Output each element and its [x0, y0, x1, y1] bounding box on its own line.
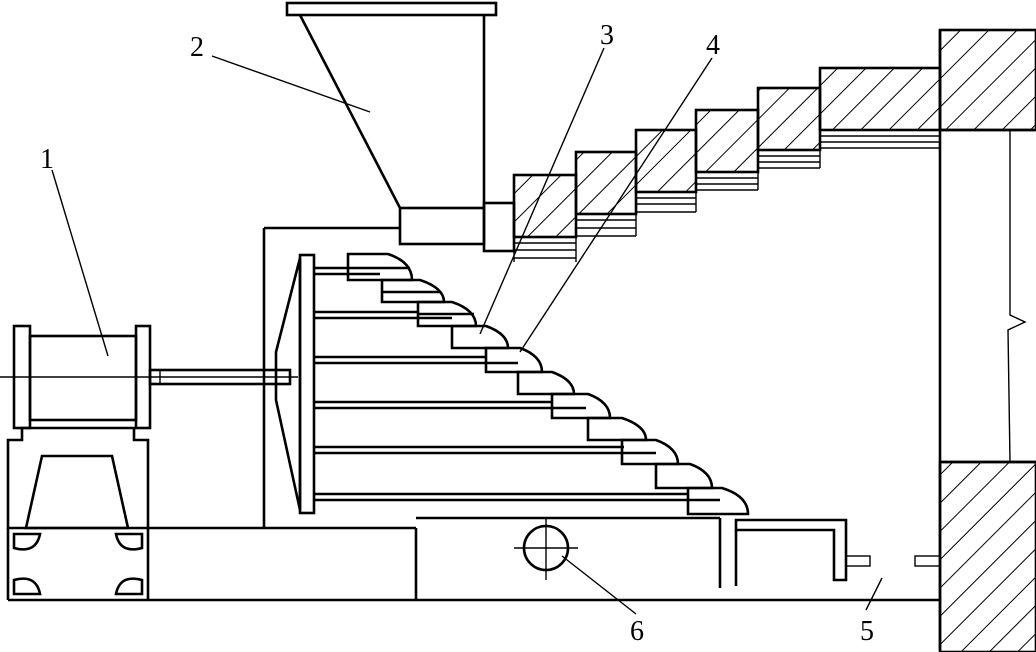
label-4: 4	[706, 30, 720, 61]
motor-stand	[6, 426, 940, 602]
leader-lines	[51, 47, 883, 615]
cast-stairs	[512, 66, 942, 262]
stair-moulds	[314, 252, 871, 586]
building-wall	[914, 28, 1036, 652]
label-6: 6	[630, 616, 644, 647]
label-5: 5	[860, 616, 874, 647]
label-1: 1	[40, 144, 54, 175]
label-3: 3	[600, 20, 614, 51]
drive-motor	[0, 324, 298, 430]
feed-hopper	[285, 1, 516, 253]
vibrating-plate	[274, 253, 316, 515]
roller-wheel	[514, 518, 578, 580]
label-2: 2	[190, 32, 204, 63]
machine-base	[148, 226, 722, 600]
